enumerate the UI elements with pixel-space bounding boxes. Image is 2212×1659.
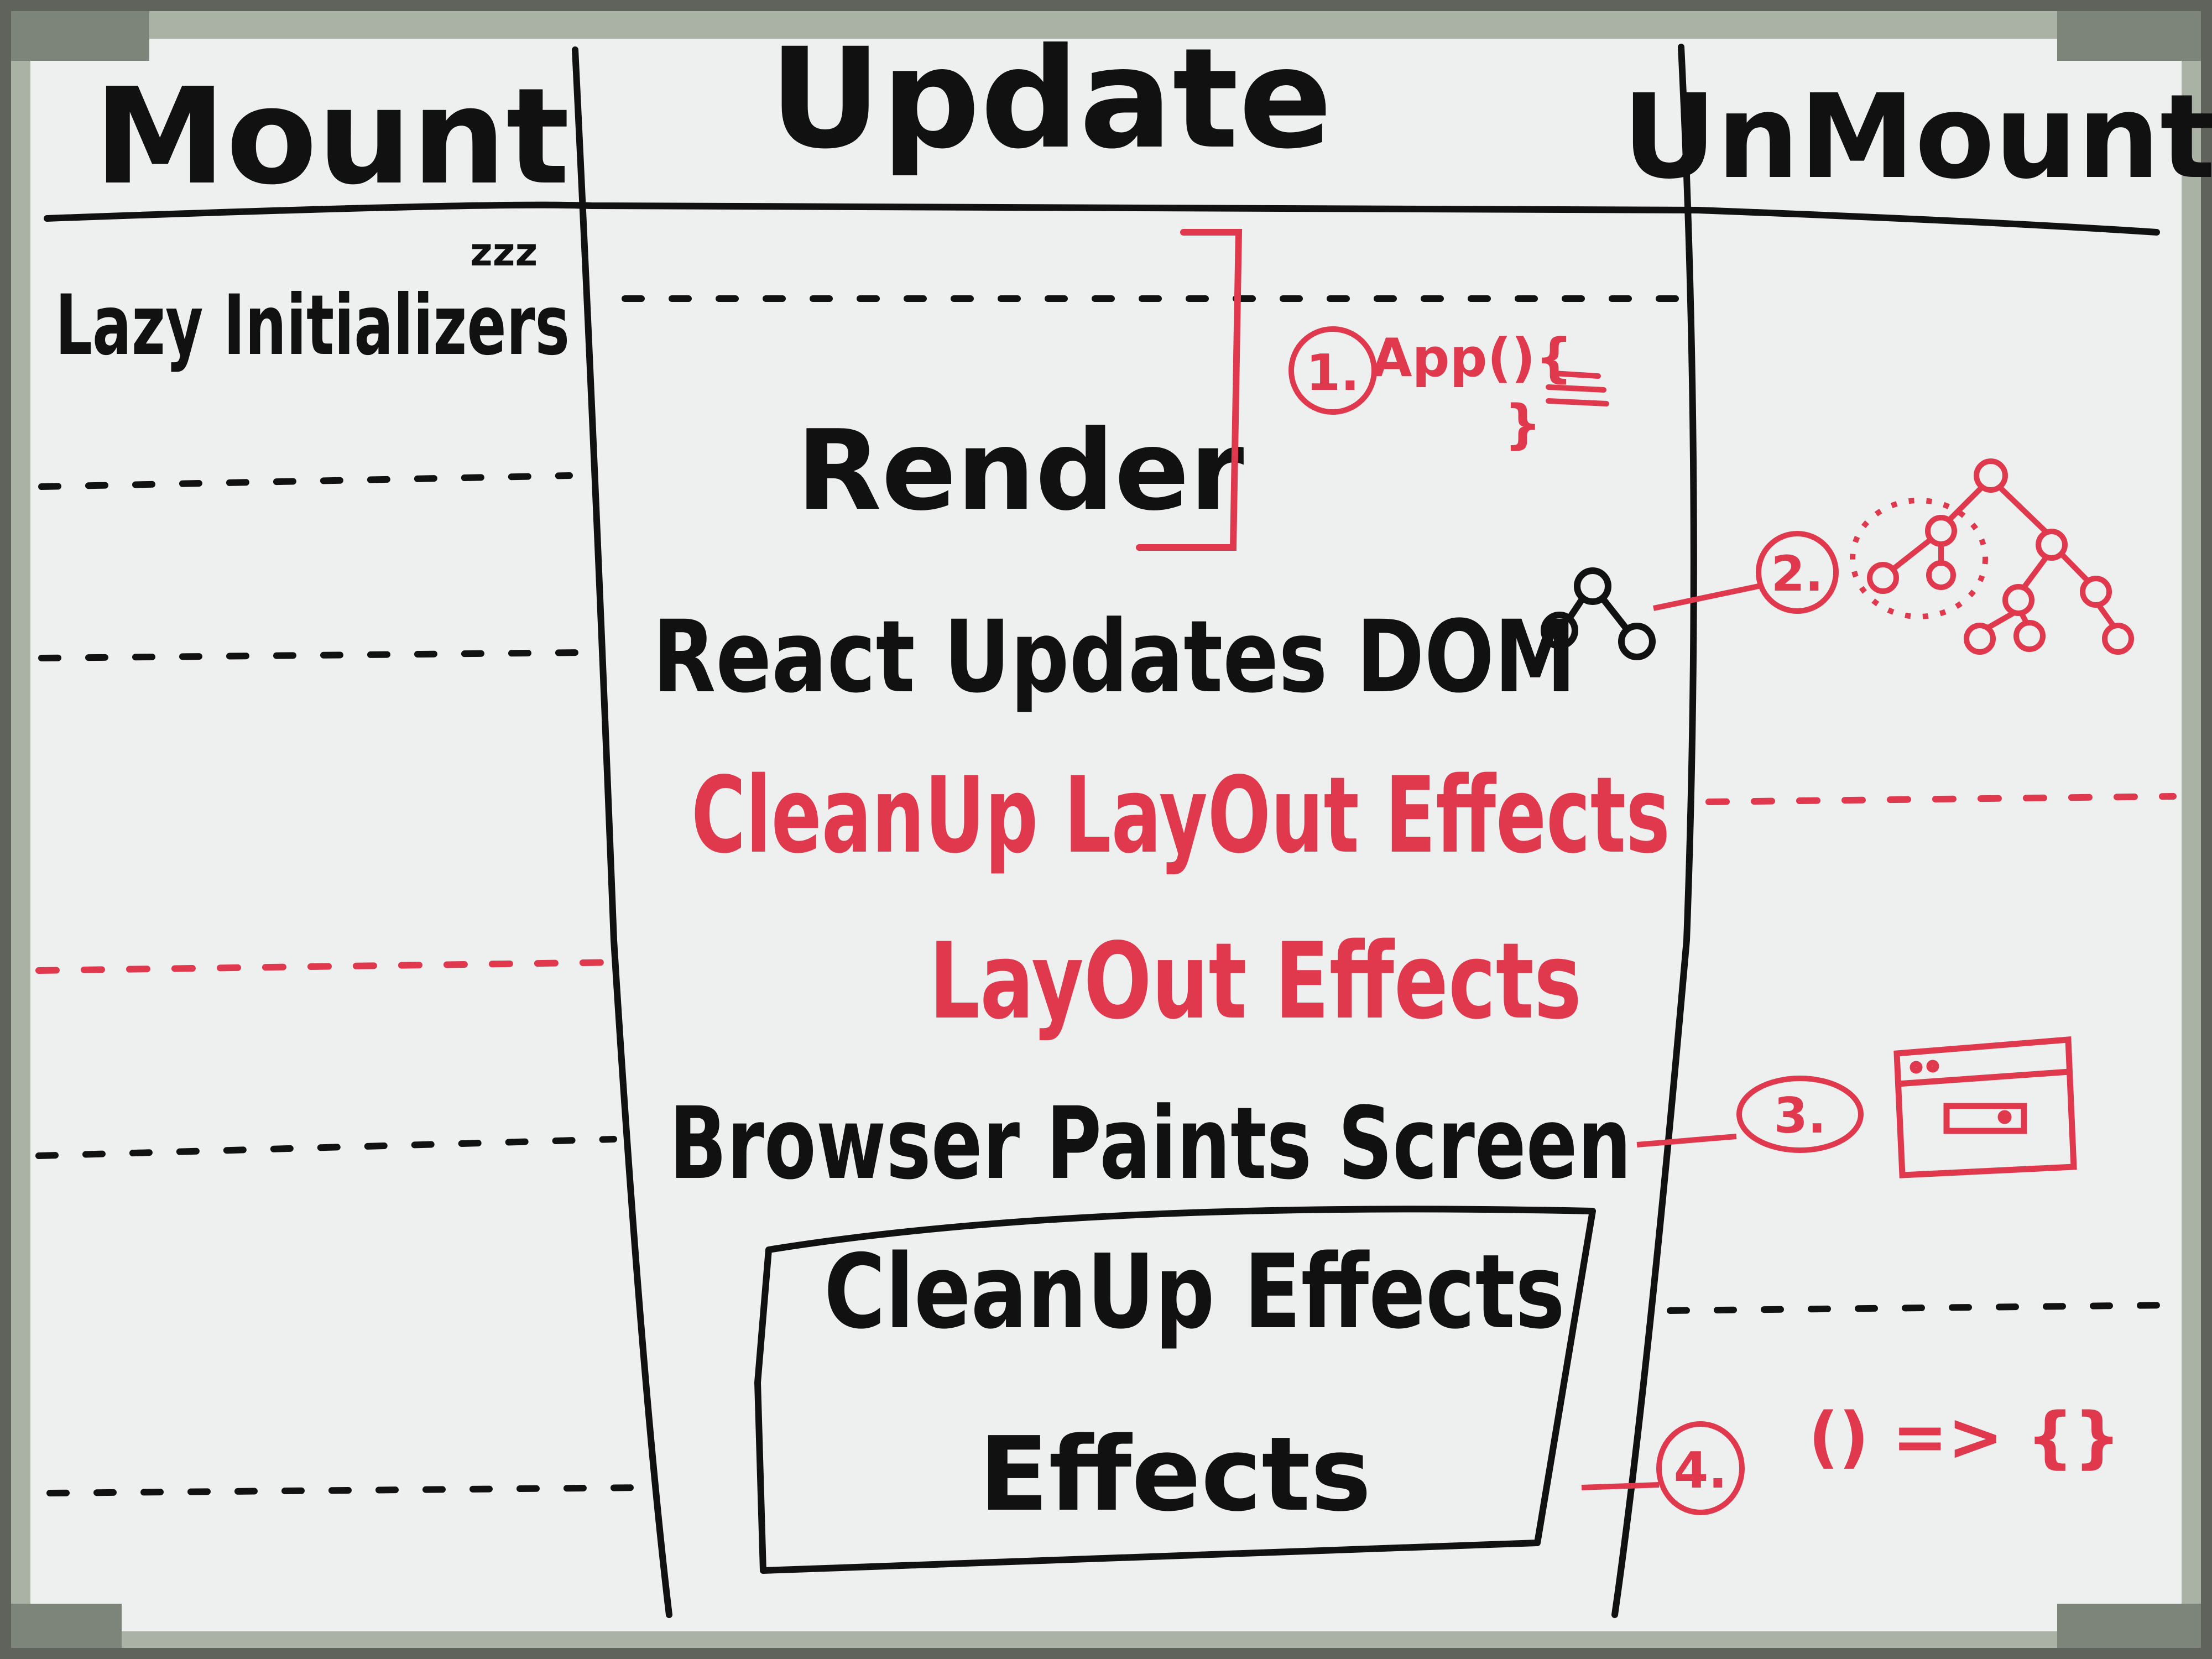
label-cleanup-effects: CleanUp Effects xyxy=(824,1232,1565,1352)
dash-line-unmount-1 xyxy=(1667,1302,2177,1314)
label-effects: Effects xyxy=(979,1415,1371,1534)
dom-node-icon xyxy=(1541,567,1656,660)
note-4-code: () => {} xyxy=(1808,1399,2121,1476)
render-bracket xyxy=(1136,229,1243,551)
frame-corner-bottom-left xyxy=(11,1604,122,1648)
note-2-circle xyxy=(1756,531,1839,614)
equals-lines-icon xyxy=(1546,371,1609,406)
effects-box xyxy=(754,1206,1596,1574)
board-surface xyxy=(30,39,2182,1631)
label-render: Render xyxy=(796,406,1244,535)
column-title-update: Update xyxy=(769,18,1333,179)
label-layout-effects: LayOut Effects xyxy=(929,920,1582,1042)
connector-note-3 xyxy=(1636,1134,1737,1147)
column-title-unmount: UnMount xyxy=(1623,69,2212,205)
dash-line-mount-1 xyxy=(38,472,573,490)
dash-line-unmount-red xyxy=(1705,793,2177,805)
header-divider xyxy=(44,201,2160,236)
note-2-number: 2. xyxy=(1771,545,1824,602)
note-3-circle xyxy=(1736,1076,1864,1153)
note-1-code-line2: } xyxy=(1504,394,1542,455)
dom-tree-icon xyxy=(1850,458,2134,655)
note-3-number: 3. xyxy=(1774,1087,1827,1144)
note-1-circle xyxy=(1288,326,1377,415)
browser-window-icon xyxy=(1893,1036,2077,1178)
label-lazy-initializers: Lazy Initializers xyxy=(55,278,570,374)
frame-corner-bottom-right xyxy=(2057,1604,2201,1648)
frame-corner-top-left xyxy=(11,11,149,61)
note-1-number: 1. xyxy=(1306,344,1360,402)
note-4-circle xyxy=(1656,1421,1745,1515)
dash-line-mount-4 xyxy=(46,1484,645,1496)
connector-note-4 xyxy=(1581,1482,1660,1490)
label-react-updates-dom: React Updates DOM xyxy=(653,599,1576,715)
frame-corner-top-right xyxy=(2057,11,2201,61)
dash-line-mount-3 xyxy=(35,1136,617,1159)
connector-note-2 xyxy=(1652,583,1760,611)
note-4-number: 4. xyxy=(1674,1442,1728,1500)
label-cleanup-layout-effects: CleanUp LayOut Effects xyxy=(691,754,1670,877)
dash-line-mount-red xyxy=(35,959,623,974)
column-divider-mount-update xyxy=(572,46,672,1618)
sleep-marks: zzz xyxy=(470,229,538,275)
column-divider-update-unmount xyxy=(1611,44,1697,1618)
label-browser-paints-screen: Browser Paints Screen xyxy=(669,1086,1631,1202)
note-1-code-line1: App(){ xyxy=(1371,328,1573,389)
column-title-mount: Mount xyxy=(94,59,570,214)
